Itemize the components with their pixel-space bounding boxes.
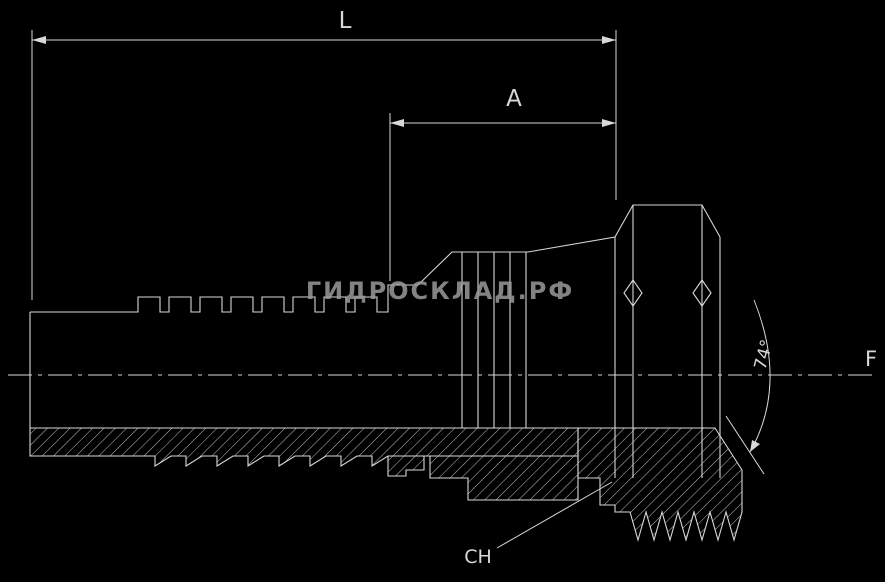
nut-chamfer-diamond — [692, 279, 712, 307]
socket-tab-section — [387, 455, 425, 477]
nut-chamfer-diamond — [623, 279, 643, 307]
hose-barb-profile — [30, 204, 721, 313]
wrench-size-callout: CH — [464, 481, 613, 568]
dim-l-label: L — [339, 8, 352, 34]
watermark-text: ГИДРОСКЛАД.РФ — [306, 277, 574, 305]
socket-section — [429, 455, 579, 501]
thread-size-label: F — [865, 347, 877, 371]
angle-annotation: 74° — [725, 299, 778, 475]
wrench-size-label: CH — [464, 546, 492, 568]
dim-l-arrow-left — [32, 36, 46, 44]
dim-a-label: A — [506, 86, 522, 112]
nipple-tube-section — [29, 427, 579, 467]
seat-angle-line — [725, 415, 765, 475]
angle-arc — [749, 299, 771, 453]
fitting-section-lower — [29, 427, 743, 543]
ch-leader-line — [496, 481, 613, 549]
dimension-l: L — [31, 8, 617, 300]
dimension-a: A — [389, 86, 616, 281]
angle-arc-arrow — [750, 440, 760, 452]
dim-l-arrow-right — [602, 36, 616, 44]
fitting-upper-outline — [29, 204, 721, 478]
dim-a-arrow-left — [390, 119, 404, 127]
dim-a-arrow-right — [602, 119, 616, 127]
angle-label: 74° — [751, 338, 778, 372]
nut-thread-section — [577, 427, 743, 543]
